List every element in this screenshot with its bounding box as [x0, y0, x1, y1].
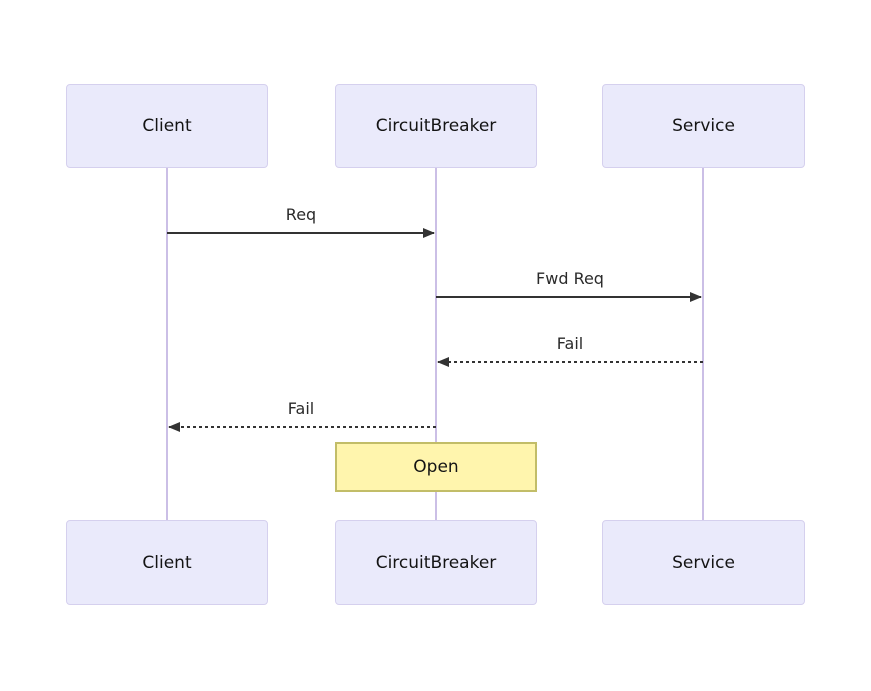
lifeline-service — [702, 167, 704, 521]
actor-top-circuitbreaker: CircuitBreaker — [335, 84, 537, 168]
message-label-fwd-req: Fwd Req — [536, 269, 604, 288]
message-label-req: Req — [285, 205, 317, 224]
lifeline-client — [166, 167, 168, 521]
lifeline-circuitbreaker — [435, 167, 437, 521]
actor-top-service: Service — [602, 84, 805, 168]
actor-bottom-service: Service — [602, 520, 805, 605]
message-label-fail-2: Fail — [287, 399, 315, 418]
actor-top-client: Client — [66, 84, 268, 168]
note-open: Open — [335, 442, 537, 492]
actor-bottom-client: Client — [66, 520, 268, 605]
actor-bottom-circuitbreaker: CircuitBreaker — [335, 520, 537, 605]
message-label-fail-1: Fail — [556, 334, 584, 353]
